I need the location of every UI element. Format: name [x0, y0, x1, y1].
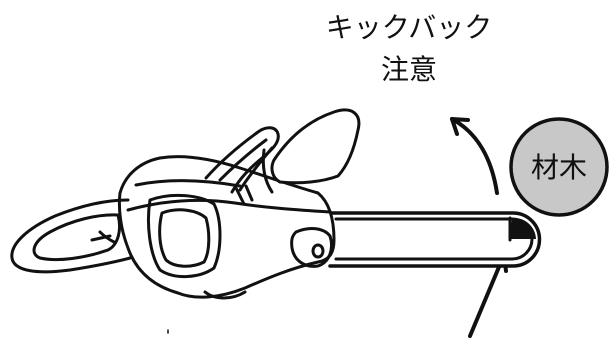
warning-text-line1: キックバック — [326, 11, 493, 44]
chainsaw — [10, 108, 542, 334]
log: 材木 — [509, 117, 609, 217]
rear-handle-opening — [32, 213, 122, 262]
engine-cover-line — [126, 198, 332, 214]
hand-guard — [270, 108, 361, 185]
front-handle-grip — [238, 146, 274, 192]
chain-cover — [290, 227, 333, 268]
front-handle-inner — [218, 138, 268, 182]
kickback-arrowhead-a — [450, 117, 470, 122]
kickback-arrowhead-b — [450, 117, 459, 136]
side-panel-inner — [158, 208, 211, 268]
hand-guard-arm — [261, 148, 274, 194]
engine-top-line — [134, 179, 242, 188]
kickback-arrow-curve — [450, 117, 499, 195]
kickback-zone — [510, 217, 536, 239]
tip-pointer-line — [468, 253, 506, 338]
rear-handle-outer — [10, 198, 132, 274]
guide-bar — [328, 211, 542, 268]
trigger-lockout — [98, 230, 116, 244]
kickback-arrow — [450, 117, 499, 195]
front-handle-outer — [204, 126, 280, 194]
cylinder-fin-2 — [244, 184, 254, 202]
guide-bar-outline — [328, 211, 542, 268]
engine-bottom-detail — [203, 290, 247, 300]
bar-nut — [311, 243, 325, 259]
log-circle — [509, 117, 609, 217]
cylinder-fin-1 — [234, 186, 246, 206]
log-label: 材木 — [531, 151, 587, 184]
side-panel-outer — [146, 193, 222, 278]
warning-text-line2: 注意 — [381, 53, 437, 86]
